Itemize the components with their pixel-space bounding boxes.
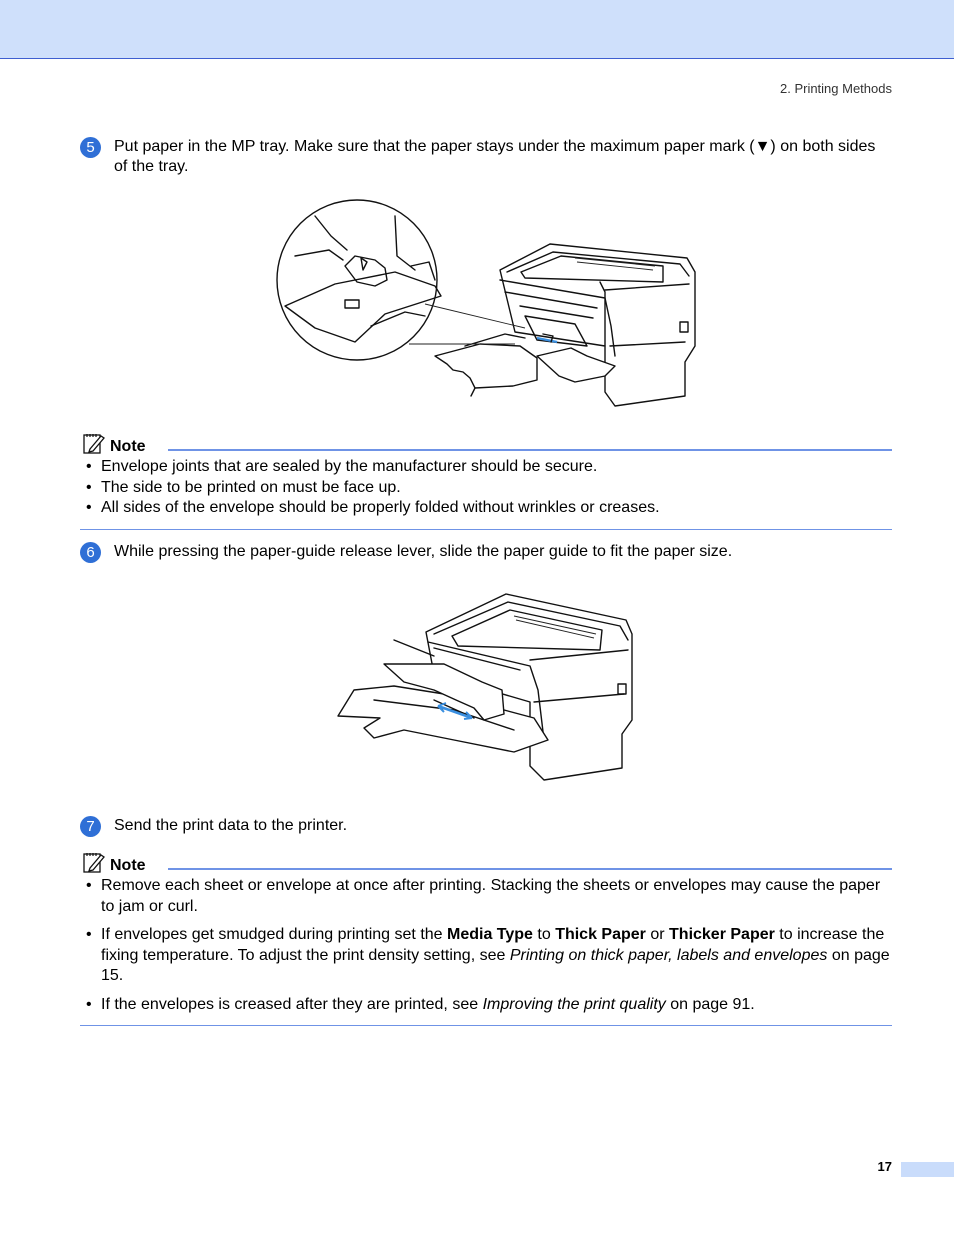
note-box-2: Note •Remove each sheet or envelope at o…: [80, 850, 892, 1026]
header-band: [0, 0, 954, 59]
step-number-badge: 6: [80, 542, 101, 563]
list-item: •Envelope joints that are sealed by the …: [86, 458, 598, 475]
list-item: •All sides of the envelope should be pro…: [86, 499, 660, 516]
running-head: 2. Printing Methods: [779, 81, 892, 96]
note-pencil-icon: [83, 853, 105, 873]
step-text: While pressing the paper-guide release l…: [114, 543, 733, 560]
step-number-badge: 5: [80, 137, 101, 158]
note-list: •Remove each sheet or envelope at once a…: [80, 876, 892, 1027]
note-divider: [168, 449, 892, 451]
note-pencil-icon: [83, 434, 105, 454]
note-label: Note: [110, 857, 146, 874]
note-box-1: Note •Envelope joints that are sealed by…: [80, 431, 892, 530]
page-number: 17: [877, 1159, 892, 1174]
note-header: Note: [80, 431, 892, 457]
list-item: •The side to be printed on must be face …: [86, 478, 401, 496]
printer-paper-guide-illustration: [337, 593, 633, 781]
printer-mp-tray-illustration: [276, 199, 696, 407]
list-item: •Remove each sheet or envelope at once a…: [86, 877, 881, 915]
note-list: •Envelope joints that are sealed by the …: [80, 457, 892, 527]
page-number-tab: [901, 1162, 954, 1177]
note-header: Note: [80, 850, 892, 876]
list-item: •If envelopes get smudged during printin…: [86, 926, 890, 984]
note-label: Note: [110, 438, 146, 455]
list-item: •If the envelopes is creased after they …: [86, 995, 755, 1013]
note-divider: [168, 868, 892, 870]
step-text: Put paper in the MP tray. Make sure that…: [114, 138, 876, 175]
step-text: Send the print data to the printer.: [114, 817, 348, 834]
step-number-badge: 7: [80, 816, 101, 837]
